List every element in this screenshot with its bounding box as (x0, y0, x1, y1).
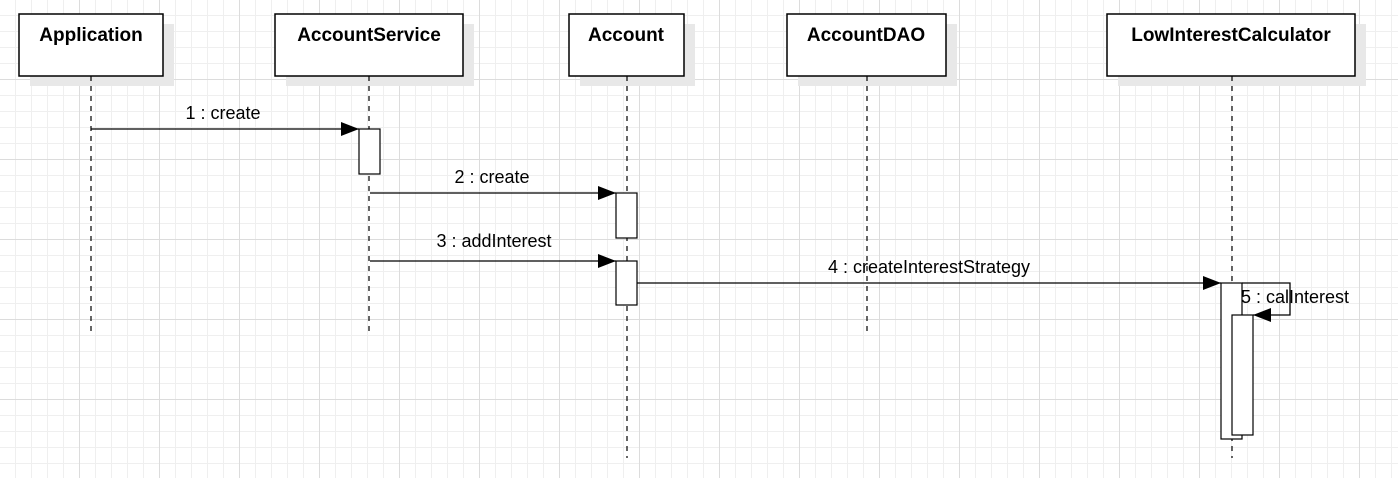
message-2-create[interactable]: 2 : create (370, 167, 616, 200)
message-label: 3 : addInterest (436, 231, 551, 251)
lifeline-accountdao[interactable]: AccountDAO (786, 13, 957, 332)
message-self-arrow (1242, 282, 1291, 322)
message-label: 2 : create (454, 167, 529, 187)
activation-bar-accountservice[interactable] (358, 128, 381, 175)
message-4-createintereststrategy[interactable]: 4 : createInterestStrategy (637, 257, 1221, 290)
lifeline-account[interactable]: Account (568, 13, 695, 458)
message-5-calinterest[interactable]: 5 : calInterest (1241, 282, 1349, 322)
object-box (1106, 13, 1356, 77)
object-box (568, 13, 685, 77)
lifeline-label-lowinterestcalculator: LowInterestCalculator (1131, 25, 1331, 46)
message-label: 1 : create (185, 103, 260, 123)
object-box (274, 13, 464, 77)
message-1-create[interactable]: 1 : create (91, 103, 359, 136)
message-label: 4 : createInterestStrategy (828, 257, 1030, 277)
lifeline-label-account: Account (588, 25, 665, 46)
activation-bar-account-addinterest[interactable] (615, 260, 638, 306)
lifeline-label-accountservice: AccountService (297, 25, 441, 46)
activation-bar-calinterest[interactable] (1231, 314, 1254, 436)
lifeline-application[interactable]: Application (18, 13, 174, 332)
object-box (18, 13, 164, 77)
lifeline-label-application: Application (39, 25, 142, 46)
activation-bar-account-create[interactable] (615, 192, 638, 239)
lifeline-accountservice[interactable]: AccountService (274, 13, 474, 332)
lifeline-lowinterestcalculator[interactable]: LowInterestCalculator (1106, 13, 1366, 458)
message-3-addinterest[interactable]: 3 : addInterest (370, 231, 616, 268)
lifeline-label-accountdao: AccountDAO (807, 25, 925, 46)
object-box (786, 13, 947, 77)
message-label: 5 : calInterest (1241, 287, 1349, 307)
